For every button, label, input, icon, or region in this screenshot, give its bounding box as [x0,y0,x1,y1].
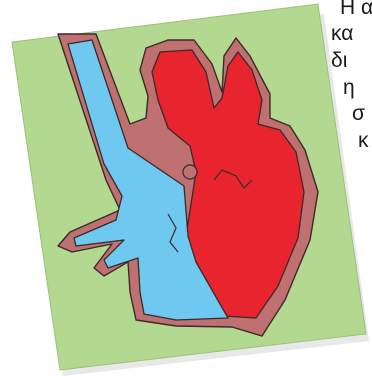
septum-node [183,165,197,179]
text-line-4: η [343,77,355,98]
text-line-5: σ [352,103,365,124]
text-line-6: κ [358,130,369,151]
text-line-1: Η α [340,0,372,18]
text-line-3: δι [331,50,347,71]
text-line-2: κα [331,23,353,44]
